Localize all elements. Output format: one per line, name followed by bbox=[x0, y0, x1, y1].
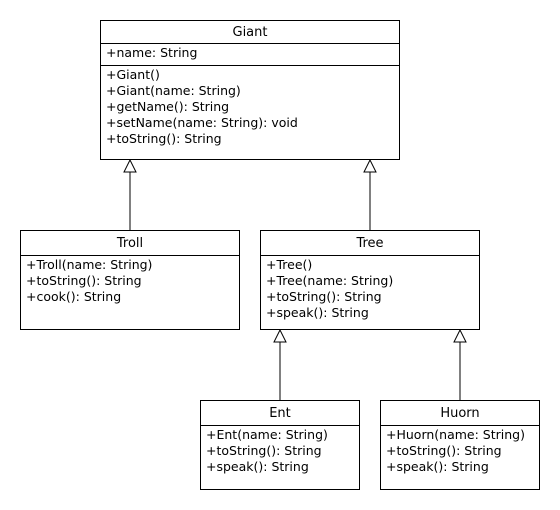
generalization-tree-giant bbox=[363, 158, 377, 230]
class-giant[interactable]: Giant +name: String +Giant() +Giant(name… bbox=[100, 20, 400, 160]
operations-compartment: +Tree() +Tree(name: String) +toString():… bbox=[261, 256, 479, 323]
operation: +Giant(name: String) bbox=[106, 83, 241, 98]
generalization-ent-tree bbox=[273, 328, 287, 400]
operation: +toString(): String bbox=[386, 443, 502, 458]
operations-compartment: +Huorn(name: String) +toString(): String… bbox=[381, 426, 539, 477]
class-tree[interactable]: Tree +Tree() +Tree(name: String) +toStri… bbox=[260, 230, 480, 330]
operation: +Tree(name: String) bbox=[266, 273, 394, 288]
hollow-arrowhead-icon bbox=[363, 158, 377, 173]
operation: +Giant() bbox=[106, 67, 160, 82]
attribute: +name: String bbox=[106, 45, 198, 60]
class-name: Giant bbox=[101, 21, 399, 44]
operation: +toString(): String bbox=[26, 273, 142, 288]
generalization-troll-giant bbox=[123, 158, 137, 230]
generalization-huorn-tree bbox=[453, 328, 467, 400]
class-name: Tree bbox=[261, 231, 479, 256]
class-troll[interactable]: Troll +Troll(name: String) +toString(): … bbox=[20, 230, 240, 330]
operation: +setName(name: String): void bbox=[106, 115, 298, 130]
operation: +Troll(name: String) bbox=[26, 257, 153, 272]
attributes-compartment: +name: String bbox=[101, 44, 399, 66]
operation: +getName(): String bbox=[106, 99, 230, 114]
class-name: Huorn bbox=[381, 401, 539, 426]
operation: +cook(): String bbox=[26, 289, 122, 304]
hollow-arrowhead-icon bbox=[453, 328, 467, 343]
operations-compartment: +Giant() +Giant(name: String) +getName()… bbox=[101, 66, 399, 149]
operation: +Tree() bbox=[266, 257, 313, 272]
operation: +speak(): String bbox=[386, 459, 489, 474]
operation: +Huorn(name: String) bbox=[386, 427, 525, 442]
operation: +toString(): String bbox=[106, 131, 222, 146]
operations-compartment: +Ent(name: String) +toString(): String +… bbox=[201, 426, 359, 477]
class-ent[interactable]: Ent +Ent(name: String) +toString(): Stri… bbox=[200, 400, 360, 490]
operation: +speak(): String bbox=[266, 305, 369, 320]
operations-compartment: +Troll(name: String) +toString(): String… bbox=[21, 256, 239, 307]
operation: +Ent(name: String) bbox=[206, 427, 328, 442]
hollow-arrowhead-icon bbox=[123, 158, 137, 173]
class-name: Troll bbox=[21, 231, 239, 256]
operation: +speak(): String bbox=[206, 459, 309, 474]
hollow-arrowhead-icon bbox=[273, 328, 287, 343]
operation: +toString(): String bbox=[206, 443, 322, 458]
class-huorn[interactable]: Huorn +Huorn(name: String) +toString(): … bbox=[380, 400, 540, 490]
class-name: Ent bbox=[201, 401, 359, 426]
operation: +toString(): String bbox=[266, 289, 382, 304]
